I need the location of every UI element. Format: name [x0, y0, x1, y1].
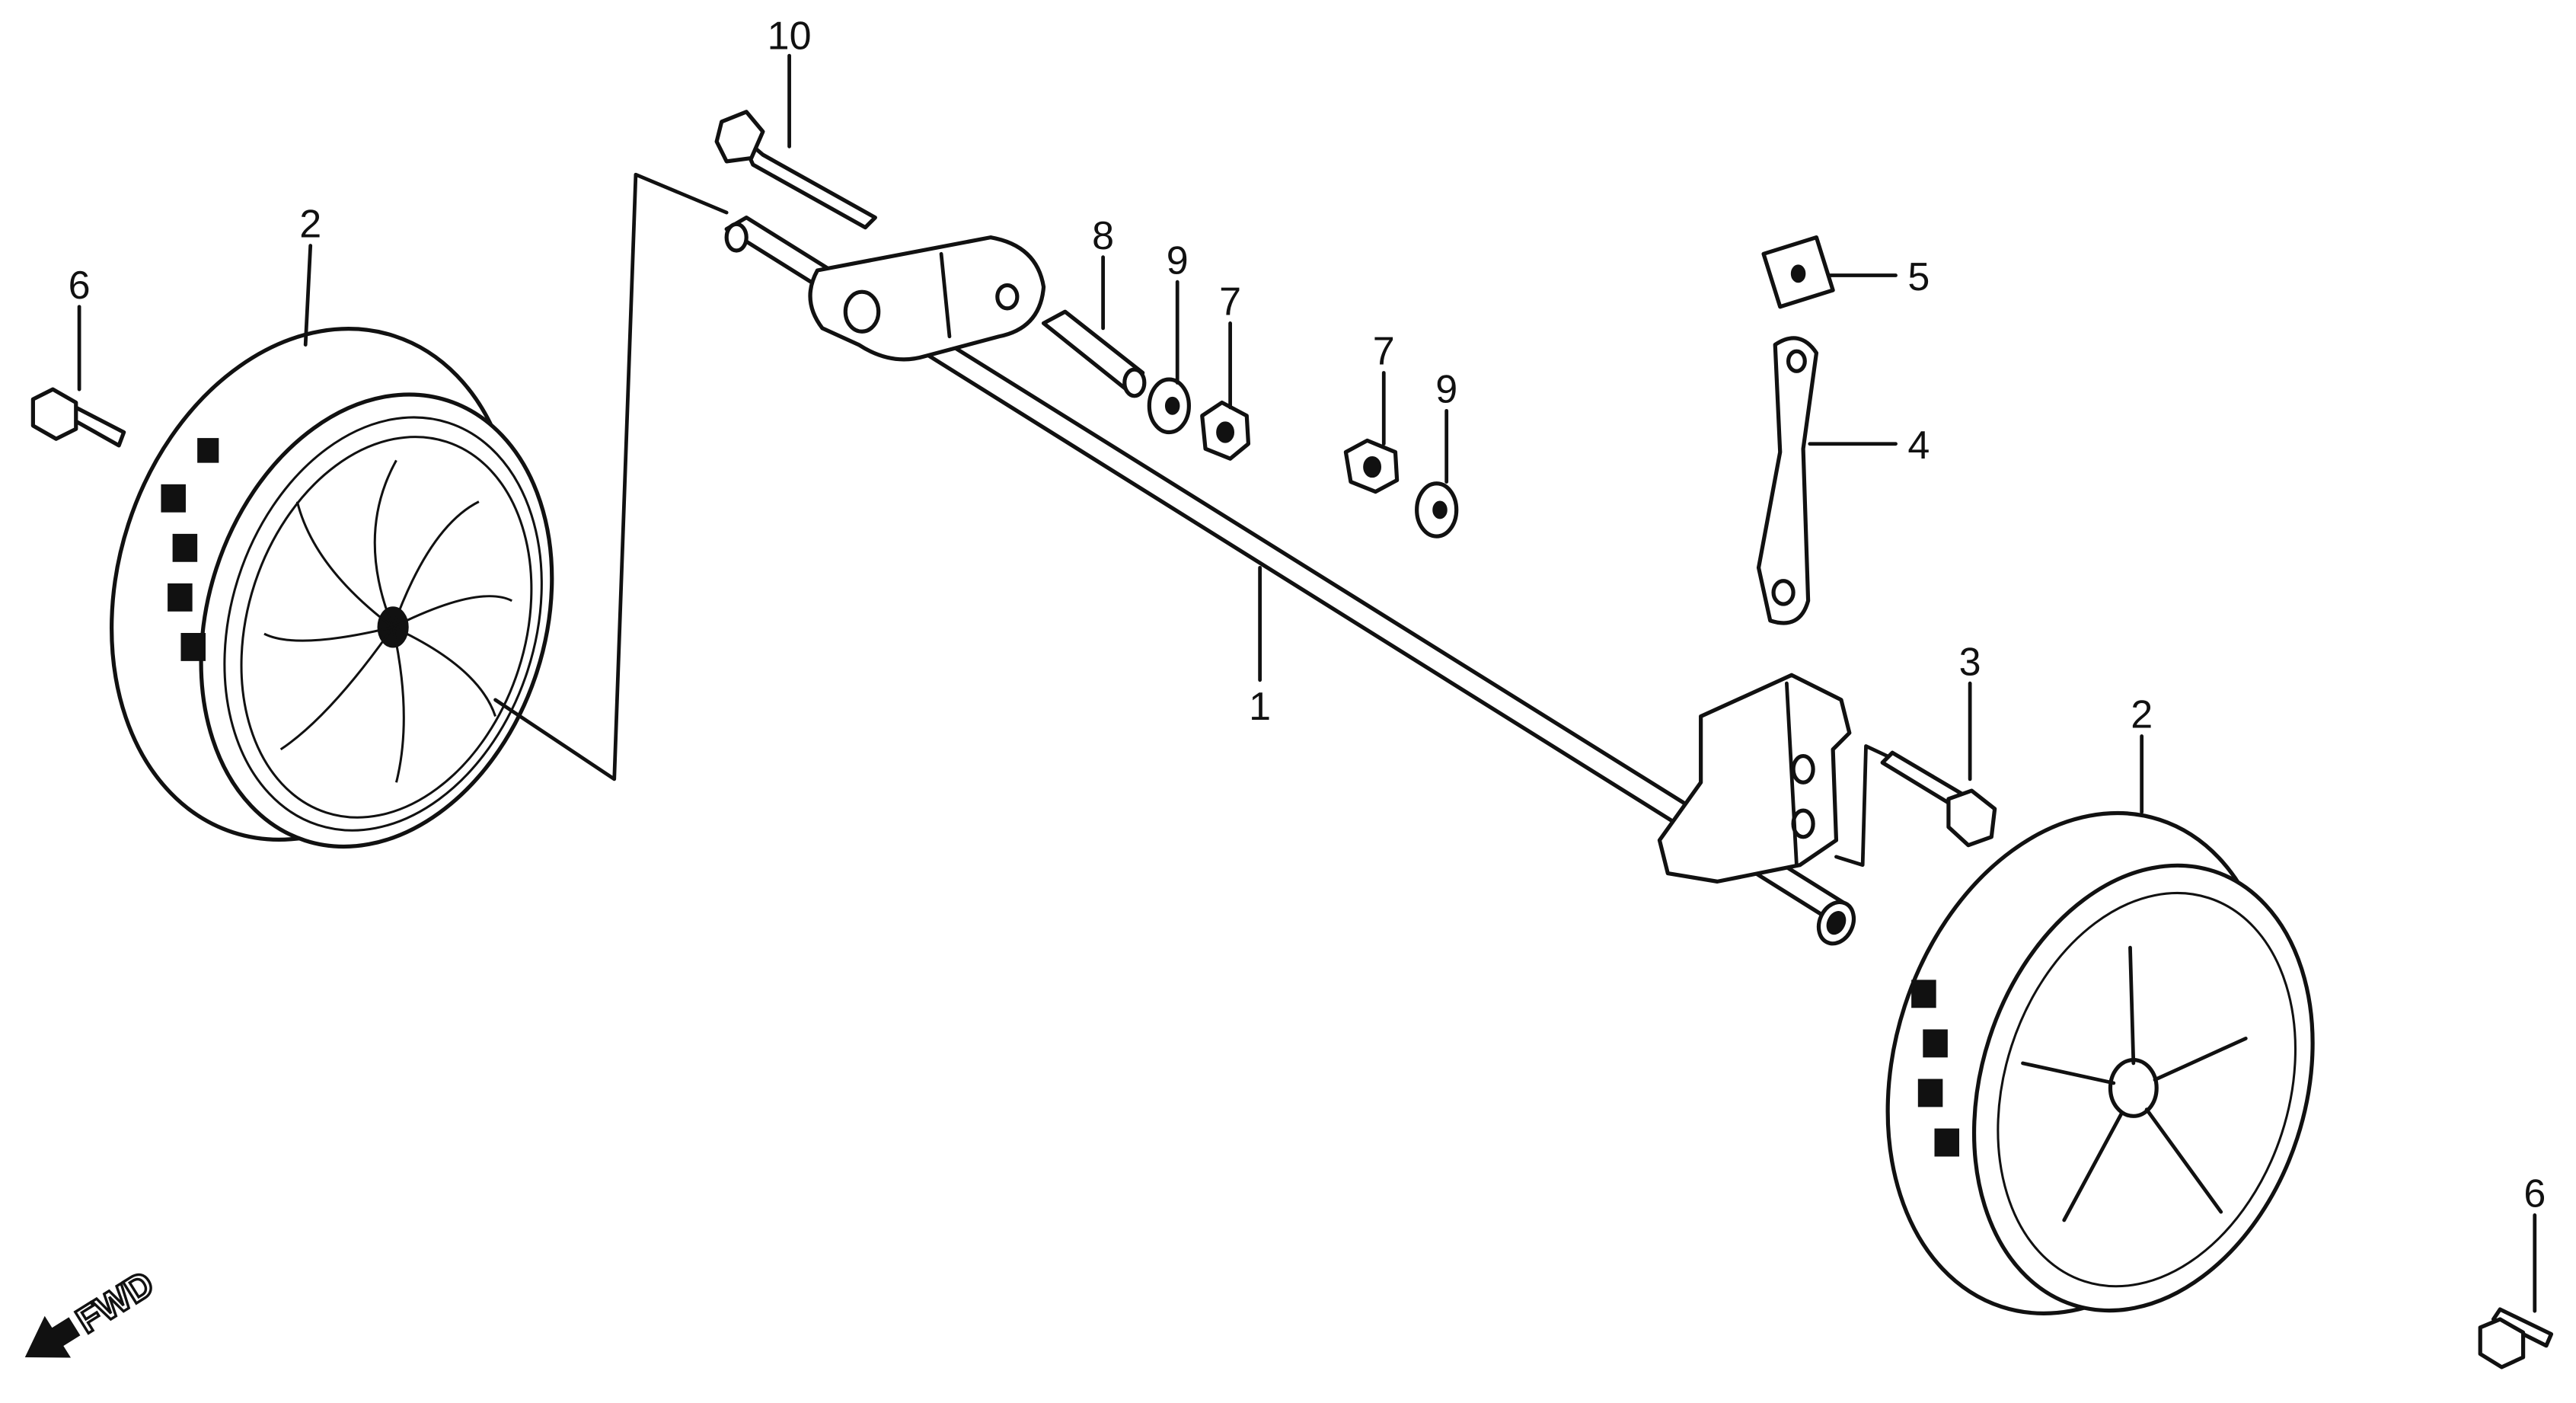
fwd-label: FWD	[69, 1264, 161, 1341]
flange-nut	[1343, 438, 1400, 494]
washer	[1415, 481, 1459, 539]
label-2-left: 2	[299, 203, 321, 247]
left-wheel	[110, 327, 554, 849]
wheel-bolt	[30, 387, 126, 448]
label-8: 8	[1092, 214, 1114, 258]
right-axle-bracket	[1657, 673, 1852, 884]
label-2-right: 2	[2131, 693, 2153, 737]
forward-direction-marker: FWD	[24, 1262, 162, 1358]
label-10: 10	[768, 14, 812, 58]
flange-nut	[1200, 400, 1251, 461]
label-1: 1	[1249, 685, 1271, 729]
label-7-right: 7	[1373, 330, 1395, 374]
forward-arrow-icon	[24, 1315, 81, 1358]
label-5: 3	[1959, 640, 1981, 684]
label-6-right: 6	[2523, 1172, 2546, 1216]
long-bolt	[714, 110, 877, 230]
label-7-left: 7	[1219, 280, 1241, 324]
assembly-line-right	[1834, 744, 1893, 868]
spacer-collar	[1041, 309, 1147, 398]
wheel-bolt	[2478, 1307, 2554, 1369]
left-axle-bracket	[808, 235, 1046, 362]
bracket-plate	[1756, 336, 1819, 625]
washer	[1147, 377, 1191, 435]
label-4: 5	[1907, 255, 1930, 299]
leader-lines	[77, 53, 2537, 1313]
assembly-line-left	[493, 172, 729, 781]
flange-bolt	[1880, 750, 1997, 848]
label-3: 4	[1907, 423, 1930, 468]
label-9-left: 9	[1167, 238, 1189, 283]
label-6-left: 6	[69, 264, 91, 308]
label-9-right: 9	[1435, 367, 1457, 411]
square-nut	[1761, 235, 1835, 309]
right-wheel	[1885, 810, 2315, 1315]
axle	[724, 216, 1856, 946]
